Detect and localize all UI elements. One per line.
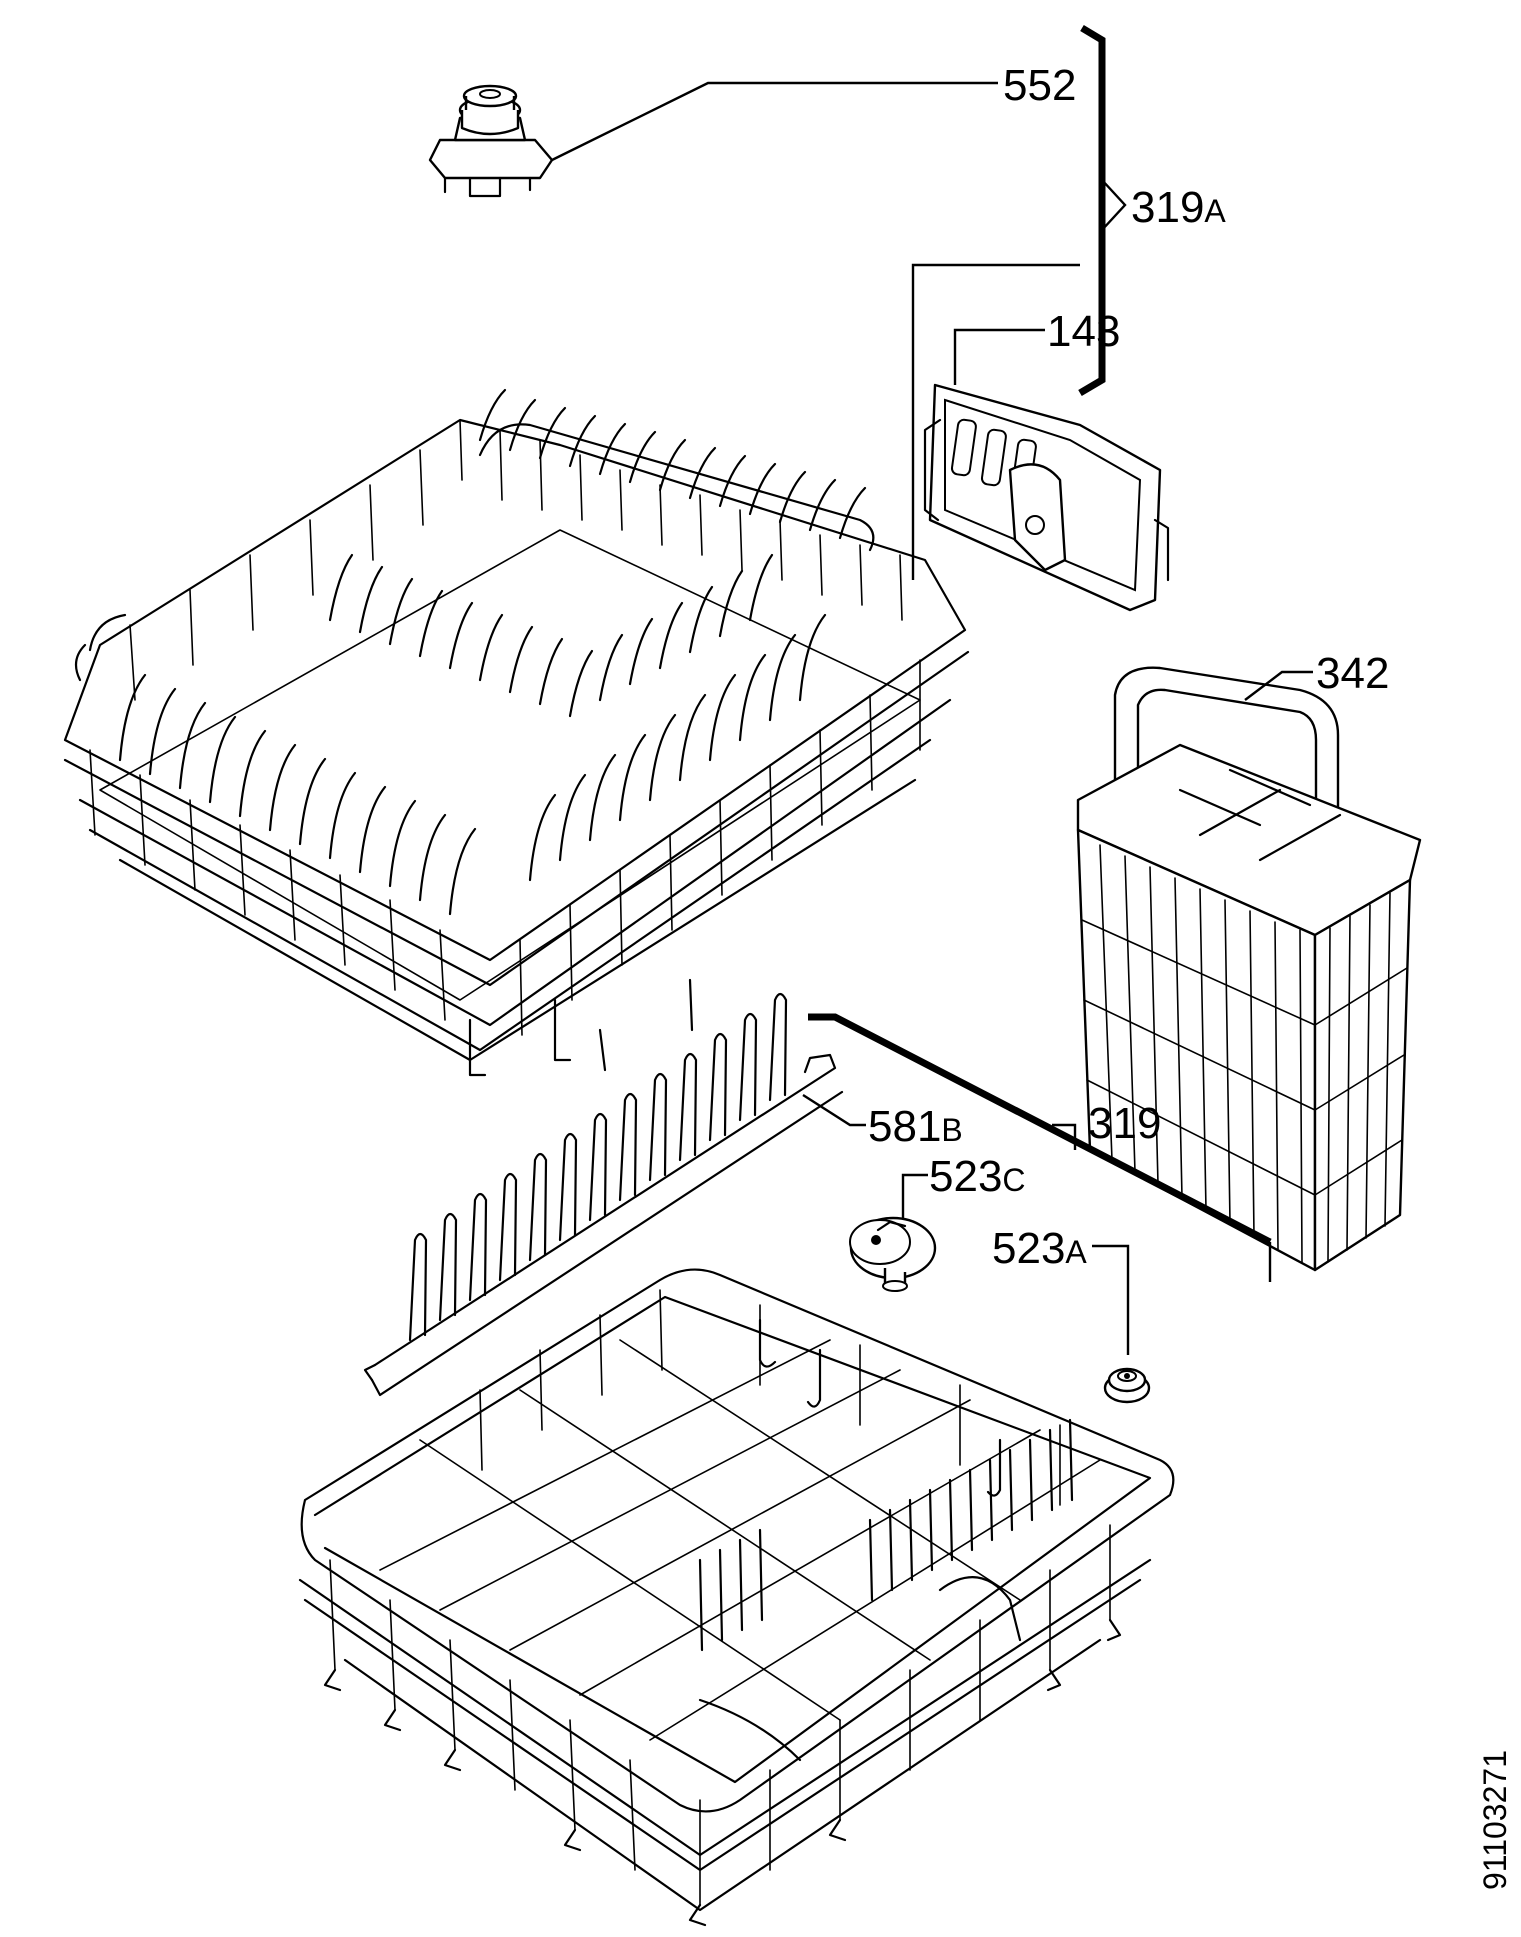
label-342: 342 — [1316, 649, 1389, 698]
lower-basket — [298, 1268, 1175, 1927]
part-523a-wheel — [1103, 1367, 1151, 1404]
part-552-wheel-support — [428, 84, 554, 198]
upper-basket — [63, 388, 970, 1077]
label-523a: 523A — [992, 1224, 1087, 1273]
part-523c-wheel — [849, 1216, 937, 1292]
label-319a: 319A — [1131, 183, 1226, 232]
label-523c: 523C — [929, 1152, 1026, 1201]
label-581b: 581B — [868, 1102, 963, 1151]
bracket-319a — [1078, 24, 1127, 397]
part-581b-tine-row — [363, 992, 844, 1397]
label-552: 552 — [1003, 61, 1076, 110]
label-319: 319 — [1088, 1099, 1161, 1148]
bracket-319 — [808, 1013, 1272, 1282]
drawing-number: 91103271 — [1477, 1750, 1513, 1890]
label-143: 143 — [1047, 307, 1120, 356]
part-143-side-panel — [923, 383, 1170, 612]
leader-523a — [1092, 1244, 1130, 1355]
leader-523c — [901, 1173, 928, 1218]
leader-143 — [953, 328, 1045, 385]
leader-581b — [802, 1093, 866, 1127]
leader-342 — [1244, 670, 1313, 701]
leader-319a-group — [911, 263, 1080, 580]
leader-552 — [551, 81, 998, 162]
part-342-cutlery-basket — [1076, 666, 1422, 1272]
